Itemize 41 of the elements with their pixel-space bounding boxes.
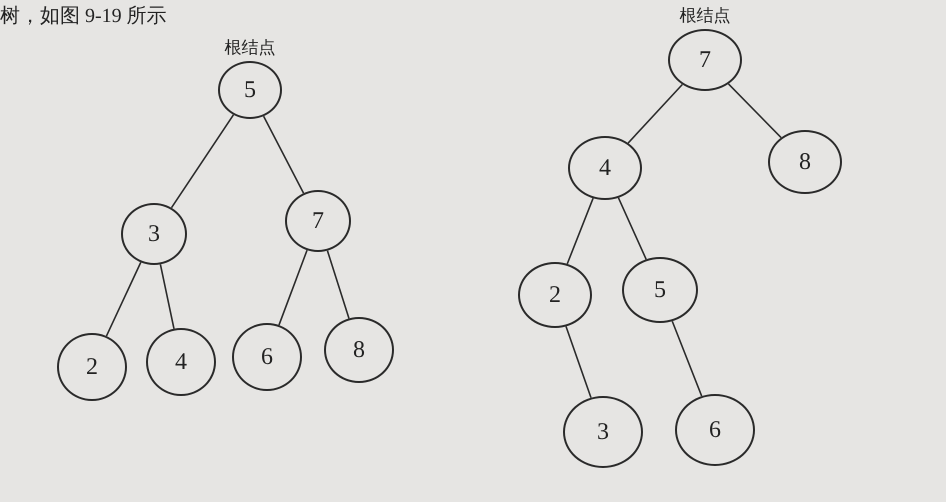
node-value: 6 [709,418,721,442]
node-value: 8 [799,150,811,174]
node-value: 4 [175,350,187,374]
node-value: 7 [699,48,711,72]
connector-line [278,250,308,326]
tree-node-circle [622,257,698,323]
node-value: 3 [148,222,160,246]
tree-node-circle [518,262,592,328]
tree-node-circle [232,323,302,391]
connector-line [170,114,234,208]
node-value: 7 [312,209,324,233]
tree-node-circle [285,190,351,252]
node-value: 5 [244,78,256,102]
connector-line [618,197,647,260]
connector-line [566,198,594,264]
connector-line [672,320,702,396]
connector-line [628,84,683,144]
root-node-caption: 根结点 [680,5,730,27]
connector-line [728,83,782,138]
tree-node-circle [675,394,755,466]
connector-line [326,250,350,319]
connector-line [565,326,592,398]
node-value: 4 [599,156,611,180]
tree-node-circle [57,333,127,401]
root-node-caption: 根结点 [224,37,276,59]
connector-line [106,262,142,336]
text-fragment: 树，如图 9-19 所示 [0,4,167,29]
tree-node-circle [324,317,394,383]
connector-line [160,264,175,329]
tree-node-circle [768,130,842,194]
node-value: 2 [86,355,98,379]
node-value: 8 [353,338,365,362]
connector-line [262,116,304,194]
tree-node-circle [146,328,216,396]
tree-node-circle [563,396,643,468]
node-value: 3 [597,420,609,444]
node-value: 2 [549,283,561,307]
tree-node-circle [568,136,642,200]
node-value: 5 [654,278,666,302]
node-value: 6 [261,345,273,369]
tree-node-circle [121,203,187,265]
